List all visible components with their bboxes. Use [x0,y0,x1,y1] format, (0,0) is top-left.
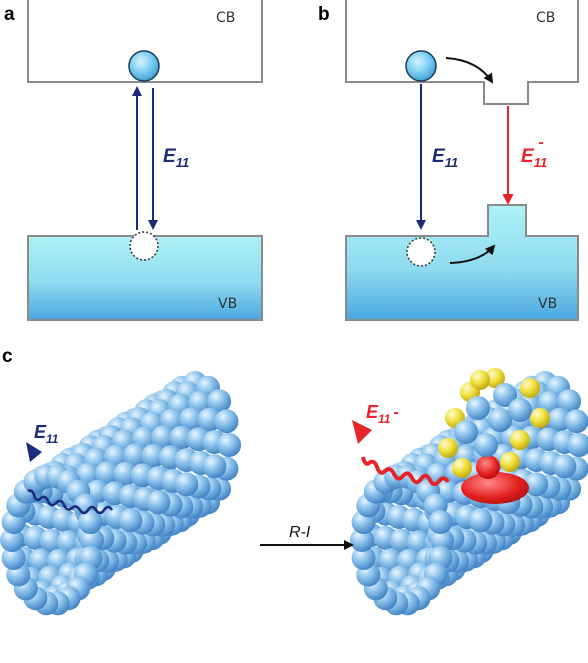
wavy-photon-arrow-icon-red [361,456,450,487]
dotted-circle-hole-icon-b [406,237,436,267]
tube-atom [524,472,549,497]
ligand-hydrogen-atom [485,368,505,388]
tube-atom [217,433,242,457]
photon-arrowhead-right [352,420,372,444]
e11-label-a: E11 [163,146,189,170]
panel-a: a CB VB E11 [4,0,263,321]
tube-atom [174,472,199,497]
ligand-carbon-atom [466,396,490,420]
attached-functional-group [438,368,550,478]
tube-atom [428,510,453,534]
tube-atom [430,528,454,552]
e11-label-b: E11 [432,146,458,170]
panel-c-label: c [2,346,13,367]
tube-atom [567,433,588,457]
ligand-hydrogen-atom [452,458,472,478]
tube-atom [0,528,24,552]
sphere-electron-icon [128,50,160,82]
ligand-carbon-atom [474,433,498,457]
tube-atom [118,508,143,533]
conduction-band-label: CB [216,10,235,26]
tube-atom [207,389,232,414]
tube-atom [179,407,204,432]
dotted-circle-hole-icon [129,231,159,261]
sphere-electron-icon-b [405,50,437,82]
panel-b-label: b [318,4,330,25]
ligand-carbon-atom [454,420,478,444]
photon-arrowhead-left [26,442,42,462]
reaction-label: R-I [289,524,311,541]
tube-atom [468,508,493,533]
tube-atom [151,425,176,450]
tube-atom [557,389,582,414]
ligand-hydrogen-atom [500,452,520,472]
ligand-carbon-atom [488,408,512,432]
ligand-hydrogen-atom [520,378,540,398]
panel-b: b CB VB E11 E11- [318,0,579,321]
ligand-hydrogen-atom [530,408,550,428]
tube-atom [1,546,26,570]
ligand-carbon-atom [493,383,517,407]
conduction-band-defect-outline [345,0,579,105]
tube-atom [123,443,148,468]
pristine-nanotube [0,371,242,616]
ligand-hydrogen-atom [470,370,490,390]
panel-a-label: a [4,4,15,25]
wavy-photon-arrow-icon [27,489,114,515]
tube-atom [564,409,588,434]
valence-band-label: VB [218,296,237,312]
ligand-carbon-atom [508,398,532,422]
ligand-hydrogen-atom [510,430,530,450]
tube-atom [78,510,103,534]
tube-atom [146,490,171,515]
hole-trap-curve-arrow [449,244,496,264]
e11-minus-label-c: E11- [366,402,399,426]
valence-band-label-b: VB [538,296,557,312]
tube-atom [80,528,104,552]
electron-trap-curve-arrow [445,57,494,84]
tube-atom [214,409,239,434]
e11-minus-label-b: E11- [521,134,547,170]
defect-site [461,455,529,504]
panel-c: c E11 E11- R-I [0,346,588,616]
ligand-hydrogen-atom [438,438,458,458]
conduction-band-outline [27,0,263,83]
tube-atom [350,528,374,552]
tube-atom [202,454,227,479]
tube-atom [351,546,376,570]
tube-atom [552,454,577,479]
tube-atom [95,461,120,486]
e11-label-c: E11 [34,422,59,446]
conduction-band-label-b: CB [536,10,555,26]
